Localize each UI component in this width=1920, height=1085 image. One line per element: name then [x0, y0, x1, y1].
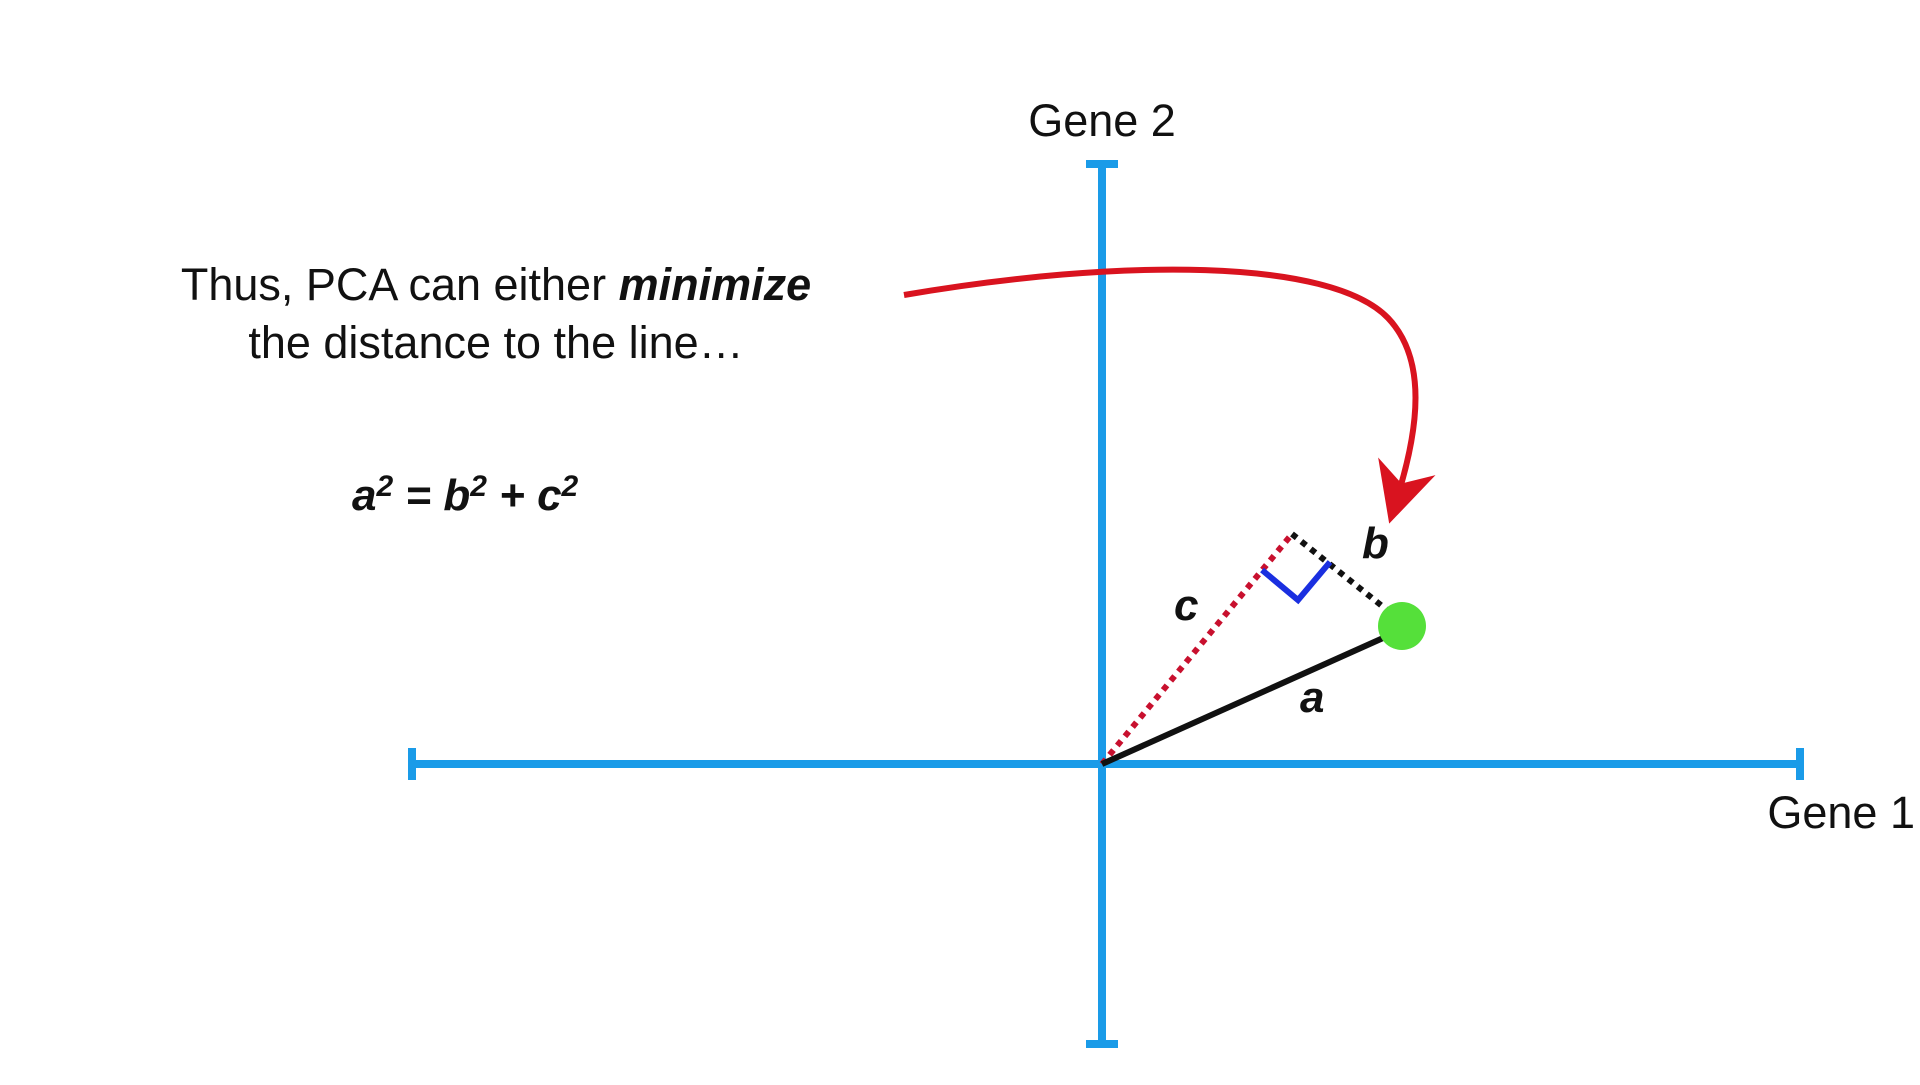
formula-c-exponent: 2 — [561, 470, 579, 503]
caption-line-1: Thus, PCA can either minimize — [181, 259, 811, 310]
formula-c: c — [537, 471, 561, 520]
caption-prefix: Thus, PCA can either — [181, 259, 619, 310]
projection-line-c — [1099, 532, 1295, 766]
perpendicular-segment-b — [1290, 531, 1394, 617]
formula-equals: = — [393, 471, 443, 520]
label-b: b — [1362, 519, 1389, 568]
segment-a — [1100, 631, 1394, 767]
right-angle-marker — [1260, 560, 1333, 605]
y-axis-title: Gene 2 — [1028, 95, 1176, 146]
formula-a-exponent: 2 — [375, 470, 393, 503]
data-point — [1378, 602, 1426, 650]
pointer-arrow — [903, 266, 1436, 524]
x-axis-title: Gene 1 — [1767, 787, 1915, 838]
caption-line-2: the distance to the line… — [248, 317, 743, 368]
label-a: a — [1300, 673, 1324, 722]
formula-a: a — [352, 471, 376, 520]
formula-b-exponent: 2 — [469, 470, 487, 503]
formula-b: b — [443, 471, 470, 520]
caption-emphasis: minimize — [619, 259, 812, 310]
y-axis — [1086, 160, 1118, 1048]
formula-plus: + — [487, 471, 537, 520]
pythagorean-formula: a2 = b2 + c2 — [352, 470, 579, 520]
label-c: c — [1174, 581, 1198, 630]
